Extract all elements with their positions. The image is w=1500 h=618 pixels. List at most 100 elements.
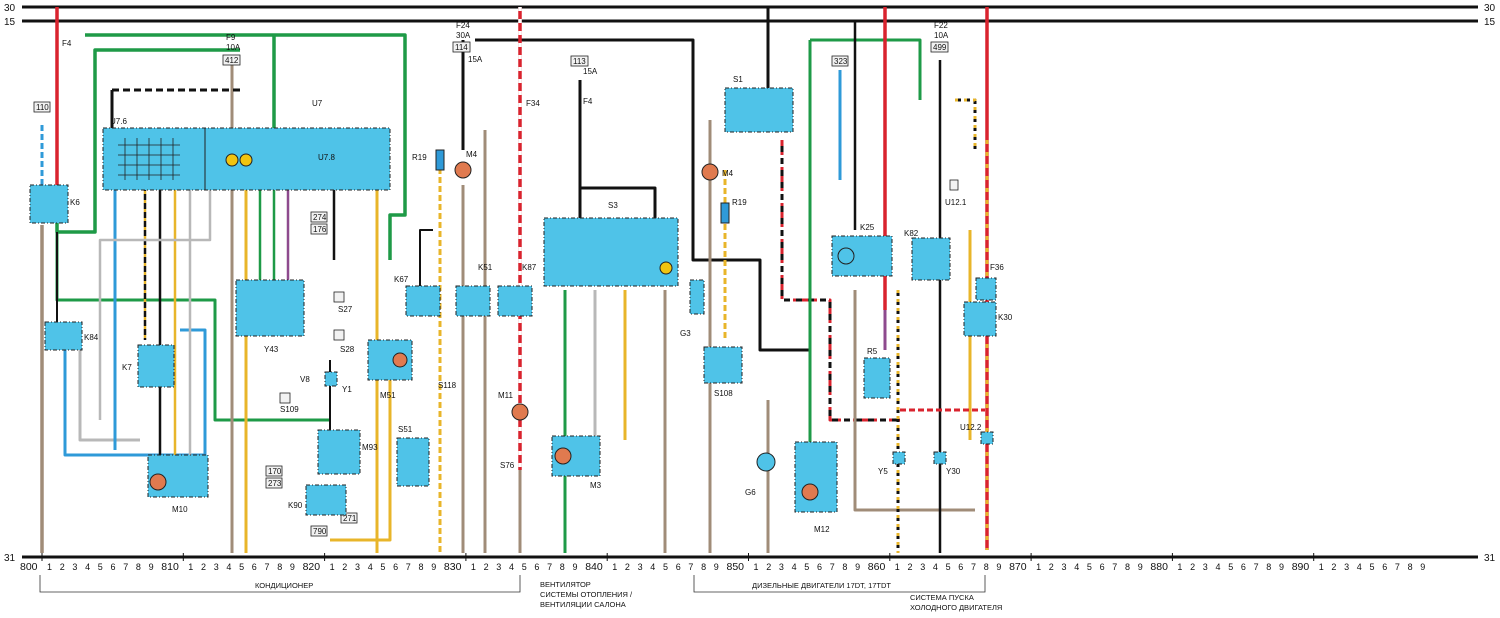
switch-s51-label: S51 xyxy=(398,425,413,434)
scale-minor-label: 9 xyxy=(431,562,436,572)
motor-m51: M51 xyxy=(367,339,413,400)
switch-s1: S1 xyxy=(724,75,794,133)
fuse-f22-rating: 10A xyxy=(934,31,949,40)
motor-m11: M11 xyxy=(498,391,529,421)
motor-m10-label: M10 xyxy=(172,505,188,514)
scale-minor-label: 4 xyxy=(226,562,231,572)
motor-icon xyxy=(701,163,719,181)
relay-k82: K82 xyxy=(904,229,951,281)
scale-minor-label: 6 xyxy=(1241,562,1246,572)
scale-minor-label: 5 xyxy=(98,562,103,572)
code-274: 274 xyxy=(313,213,327,222)
scale-minor-label: 7 xyxy=(1112,562,1117,572)
rail-31-label-right: 31 xyxy=(1484,553,1496,564)
relay-k87-body xyxy=(497,285,533,317)
scale-minor-label: 8 xyxy=(1408,562,1413,572)
sensor-u121: U12.1 xyxy=(945,179,967,207)
code-273: 273 xyxy=(268,479,282,488)
u7-unit: U7 U7.6 U7.8 xyxy=(102,99,391,191)
scale-minor-label: 2 xyxy=(1331,562,1336,572)
scale-minor-label: 8 xyxy=(136,562,141,572)
motor-m4b: M4 xyxy=(701,163,734,181)
glow-plugs-r5: R5 xyxy=(863,347,891,399)
fuse-f9-code: 412 xyxy=(225,56,239,65)
scale-minor-label: 5 xyxy=(1087,562,1092,572)
section-fan-line1: ВЕНТИЛЯТОР xyxy=(540,580,591,589)
relay-k82-body xyxy=(911,237,951,281)
fuse-f4-label: F4 xyxy=(62,39,72,48)
scale-minor-label: 5 xyxy=(804,562,809,572)
scale-minor-label: 6 xyxy=(1100,562,1105,572)
fuse-f9-rating: 10A xyxy=(226,43,241,52)
scale-minor-label: 3 xyxy=(1203,562,1208,572)
scale-minor-label: 7 xyxy=(688,562,693,572)
glow-plugs-r5-label: R5 xyxy=(867,347,878,356)
relay-k67-label: K67 xyxy=(394,275,409,284)
scale-minor-label: 1 xyxy=(1319,562,1324,572)
relay-k90: K90 xyxy=(288,484,347,516)
relay-k51-label: K51 xyxy=(478,263,493,272)
switch-s28: S28 xyxy=(333,329,355,354)
resistor-r19b-body xyxy=(720,202,730,224)
lamp-icon xyxy=(225,153,253,167)
starter-m12-label: M12 xyxy=(814,525,830,534)
scale-minor-label: 5 xyxy=(380,562,385,572)
scale-minor-label: 2 xyxy=(201,562,206,572)
section-cold-line2: ХОЛОДНОГО ДВИГАТЕЛЯ xyxy=(910,603,1002,612)
rail-15-label-right: 15 xyxy=(1484,17,1496,28)
relay-k90-label: K90 xyxy=(288,501,303,510)
scale-minor-label: 4 xyxy=(650,562,655,572)
scale-major-label: 880 xyxy=(1150,561,1168,573)
code-271-box xyxy=(340,512,358,524)
switch-s109-label: S109 xyxy=(280,405,299,414)
scale-minor-label: 5 xyxy=(239,562,244,572)
scale-major-label: 800 xyxy=(20,561,38,573)
relay-k25-body xyxy=(831,235,893,277)
generator-g6: G6 xyxy=(745,452,776,497)
battery-g3: G3 xyxy=(680,279,705,338)
starter-m12-body xyxy=(794,441,838,513)
relay-k87-label: K87 xyxy=(522,263,537,272)
scale-minor-label: 8 xyxy=(842,562,847,572)
scale-minor-label: 9 xyxy=(149,562,154,572)
scale-minor-label: 2 xyxy=(1190,562,1195,572)
sensor-u122-body xyxy=(980,431,994,445)
fuse-f24-amp: 15A xyxy=(468,55,483,64)
scale-minor-label: 9 xyxy=(290,562,295,572)
fuse-f22-code: 499 xyxy=(933,43,947,52)
relay-k30-label: K30 xyxy=(998,313,1013,322)
code-110: 110 xyxy=(36,103,49,112)
scale-minor-label: 4 xyxy=(933,562,938,572)
valve-y5-label: Y5 xyxy=(878,467,888,476)
valve-y5-body xyxy=(892,451,906,465)
fuse-f9-code-box xyxy=(222,54,241,66)
scale-minor-label: 3 xyxy=(1344,562,1349,572)
valve-y5: Y5 xyxy=(878,451,906,476)
section-diesel: ДИЗЕЛЬНЫЕ ДВИГАТЕЛИ 17DT, 17TDT xyxy=(693,575,986,593)
scale-minor-label: 3 xyxy=(496,562,501,572)
section-diesel-label: ДИЗЕЛЬНЫЕ ДВИГАТЕЛИ 17DT, 17TDT xyxy=(752,581,891,590)
starter-m12: M12 xyxy=(794,441,838,534)
scale-minor-label: 6 xyxy=(111,562,116,572)
section-fan-line3: ВЕНТИЛЯЦИИ САЛОНА xyxy=(540,600,626,609)
motor-icon xyxy=(801,483,819,501)
fuse-f24-label: F24 xyxy=(456,21,470,30)
scale-minor-label: 9 xyxy=(996,562,1001,572)
fuse-f22: F22 10A 499 xyxy=(930,21,949,53)
scale-minor-label: 6 xyxy=(534,562,539,572)
code-170-box xyxy=(265,465,283,477)
wires xyxy=(40,7,989,553)
scale-major-label: 870 xyxy=(1009,561,1027,573)
switch-s118-label: S118 xyxy=(438,381,457,390)
switch-s28-icon xyxy=(333,329,345,341)
scale-minor-label: 3 xyxy=(638,562,643,572)
code-273-box xyxy=(265,477,283,489)
scale-minor-label: 3 xyxy=(214,562,219,572)
rail-15: 15 15 xyxy=(4,17,1496,28)
relay-k7-label: K7 xyxy=(122,363,132,372)
scale-minor-label: 6 xyxy=(817,562,822,572)
timer-icon xyxy=(837,247,855,265)
section-cold-line1: СИСТЕМА ПУСКА xyxy=(910,593,974,602)
switch-s109: S109 xyxy=(279,392,299,414)
